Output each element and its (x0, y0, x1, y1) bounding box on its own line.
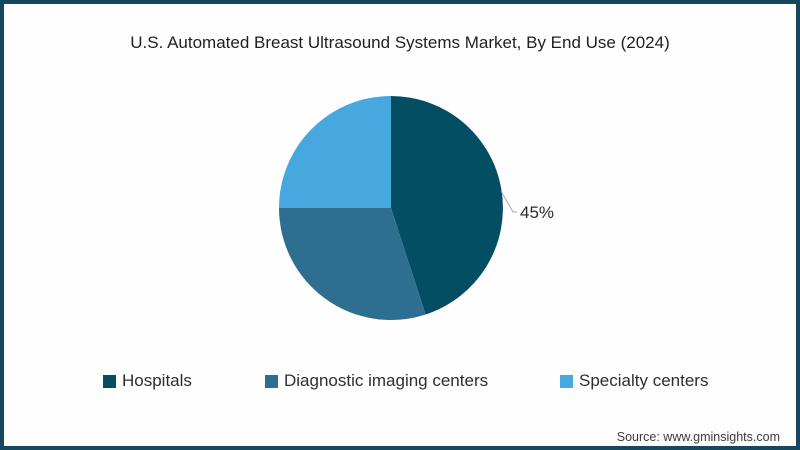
legend-item-hospitals[interactable]: Hospitals (103, 371, 192, 391)
pie-slice-hospitals[interactable] (391, 96, 503, 315)
slice-data-label: 45% (520, 203, 554, 222)
pie-slice-diagnostic-imaging-centers[interactable] (279, 208, 426, 320)
legend-label: Diagnostic imaging centers (284, 371, 489, 390)
legend-label: Specialty centers (579, 371, 709, 390)
data-label-connector (500, 190, 517, 213)
legend-swatch-diagnostic-imaging-centers (265, 374, 278, 388)
source-text: Source: www.gminsights.com (616, 430, 780, 444)
legend-item-specialty-centers[interactable]: Specialty centers (560, 371, 708, 391)
legend-label: Hospitals (122, 371, 192, 390)
chart-title: U.S. Automated Breast Ultrasound Systems… (130, 33, 670, 52)
pie-slice-specialty-centers[interactable] (279, 96, 391, 208)
legend-swatch-specialty-centers (560, 374, 573, 388)
legend-swatch-hospitals (103, 374, 116, 388)
legend-item-diagnostic-imaging-centers[interactable]: Diagnostic imaging centers (265, 371, 488, 391)
